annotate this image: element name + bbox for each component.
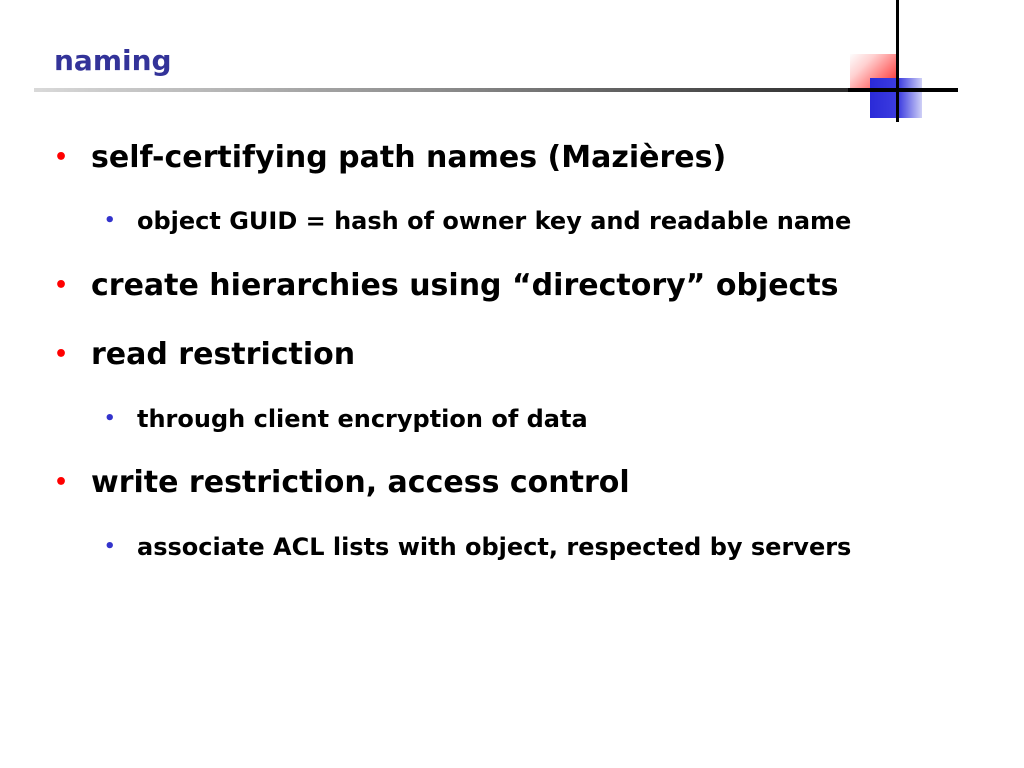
bullet-marker: • [54,470,69,495]
sub-bullet-marker: • [104,408,116,429]
bullet-marker: • [54,273,69,298]
title-divider [34,88,956,92]
logo-icon [848,0,960,122]
bullet-marker: • [54,145,69,170]
sub-bullet-text: object GUID = hash of owner key and read… [137,207,852,235]
slide-title: naming [54,44,172,77]
sub-bullet-text: associate ACL lists with object, respect… [137,533,852,561]
logo-horizontal-line [848,88,958,92]
sub-bullet-marker: • [104,210,116,231]
bullet-text: create hierarchies using “directory” obj… [91,268,839,303]
bullet-marker: • [54,342,69,367]
logo-vertical-line [896,0,899,122]
bullet-text: read restriction [91,337,356,372]
sub-bullet-text: through client encryption of data [137,405,588,433]
bullet-text: self-certifying path names (Mazières) [91,140,727,175]
sub-bullet-marker: • [104,536,116,557]
bullet-text: write restriction, access control [91,465,630,500]
